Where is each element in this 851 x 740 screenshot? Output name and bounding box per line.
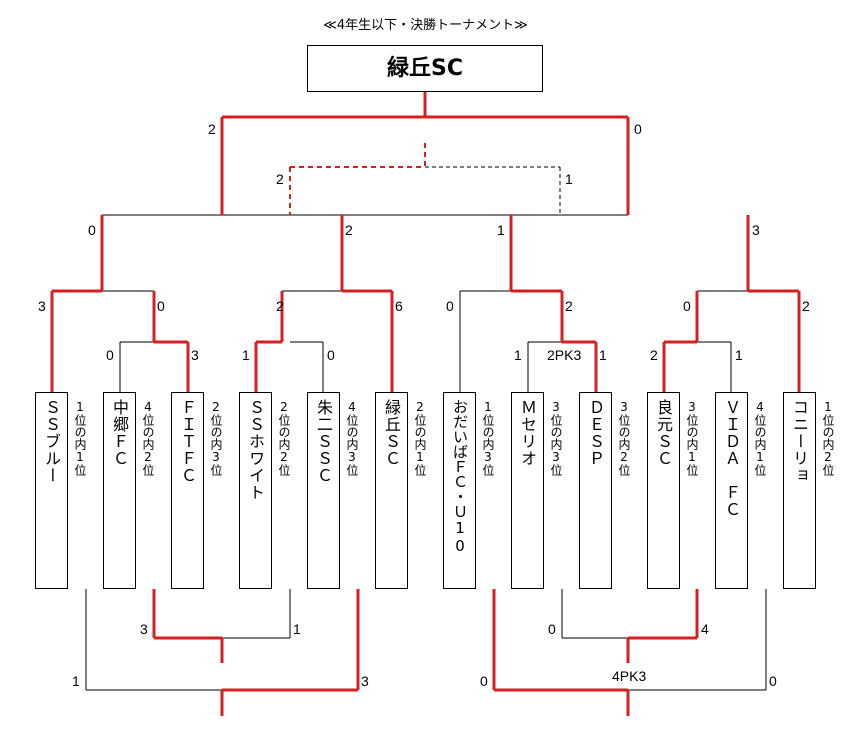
team-box: ＤＥＳＰ (579, 392, 612, 589)
score-c3-right: 4 (701, 621, 709, 637)
bracket-lines-dashed-red (289, 143, 426, 215)
team-rank: 2位の内2位 (277, 400, 291, 476)
score-c2-left: 1 (72, 673, 80, 689)
team-rank: 1位の内3位 (481, 400, 495, 476)
score-final-right: 0 (634, 121, 642, 137)
score-q4-right: 2 (802, 298, 810, 314)
team-box: 緑丘ＳＣ (375, 392, 408, 589)
bracket-lines-winner (50, 92, 801, 716)
team-rank: 4位の内2位 (141, 400, 155, 476)
team-rank: 1位の内1位 (73, 400, 87, 476)
tournament-title: ≪4年生以下・決勝トーナメント≫ (323, 18, 528, 33)
score-labels: 2 0 2 1 0 2 1 3 3 0 2 6 0 2 0 2 0 3 1 0 … (38, 121, 810, 689)
score-r3-pk: 2PK3 (547, 347, 581, 363)
team-rank: 2位の内3位 (209, 400, 223, 476)
score-c4-left: 0 (480, 673, 488, 689)
score-c1-left: 3 (140, 621, 148, 637)
score-q1-right: 0 (157, 298, 165, 314)
team-box: ＦＩＴＦＣ (171, 392, 204, 589)
team-rank: 3位の内1位 (685, 400, 699, 476)
score-r1-right: 3 (191, 347, 199, 363)
team-box: ＳＳブルー (35, 392, 68, 589)
team-box: おだいばＦＣ・Ｕ10 (443, 392, 476, 589)
score-semi-top-right: 1 (565, 171, 573, 187)
team-rank: 2位の内1位 (413, 400, 427, 476)
team-rank: 3位の内3位 (549, 400, 563, 476)
team-rank: 3位の内2位 (617, 400, 631, 476)
score-final-left: 2 (208, 121, 216, 137)
score-r2-left: 1 (242, 347, 250, 363)
score-q3-right: 2 (565, 298, 573, 314)
team-rank: 1位の内2位 (821, 400, 835, 476)
score-r3-left: 1 (514, 347, 522, 363)
score-c4-pk: 4PK3 (612, 668, 646, 684)
score-semi-r-right: 3 (752, 222, 760, 238)
score-r2-right: 0 (327, 347, 335, 363)
score-semi-l-left: 0 (88, 222, 96, 238)
score-c1-right: 1 (293, 621, 301, 637)
score-q1-left: 3 (38, 298, 46, 314)
team-box: コニーリョ (783, 392, 816, 589)
team-box: ＶＩＤＡ ＦＣ (715, 392, 748, 589)
score-semi-top-left: 2 (276, 171, 284, 187)
team-rank: 4位の内3位 (345, 400, 359, 476)
score-r1-left: 0 (106, 347, 114, 363)
score-c4-right: 0 (769, 673, 777, 689)
score-r3-right: 1 (599, 347, 607, 363)
score-c3-left: 0 (548, 621, 556, 637)
score-c2-right: 3 (361, 673, 369, 689)
team-box: 中郷ＦＣ (103, 392, 136, 589)
score-q3-left: 0 (446, 298, 454, 314)
champion-box: 緑丘SC (307, 45, 543, 92)
score-r4-left: 2 (650, 347, 658, 363)
score-semi-l-right: 2 (345, 222, 353, 238)
score-r4-right: 1 (735, 347, 743, 363)
team-rank: 4位の内1位 (753, 400, 767, 476)
team-box: 良元ＳＣ (647, 392, 680, 589)
team-box: ＳＳホワイト (239, 392, 272, 589)
score-semi-r-left: 1 (497, 222, 505, 238)
bracket-lines-loser (85, 214, 767, 691)
score-q2-right: 6 (395, 298, 403, 314)
bracket-lines-dashed (425, 166, 561, 215)
team-box: Ｍセリオ (511, 392, 544, 589)
score-q4-left: 0 (683, 298, 691, 314)
score-q2-left: 2 (276, 298, 284, 314)
team-box: 朱二ＳＳＣ (307, 392, 340, 589)
